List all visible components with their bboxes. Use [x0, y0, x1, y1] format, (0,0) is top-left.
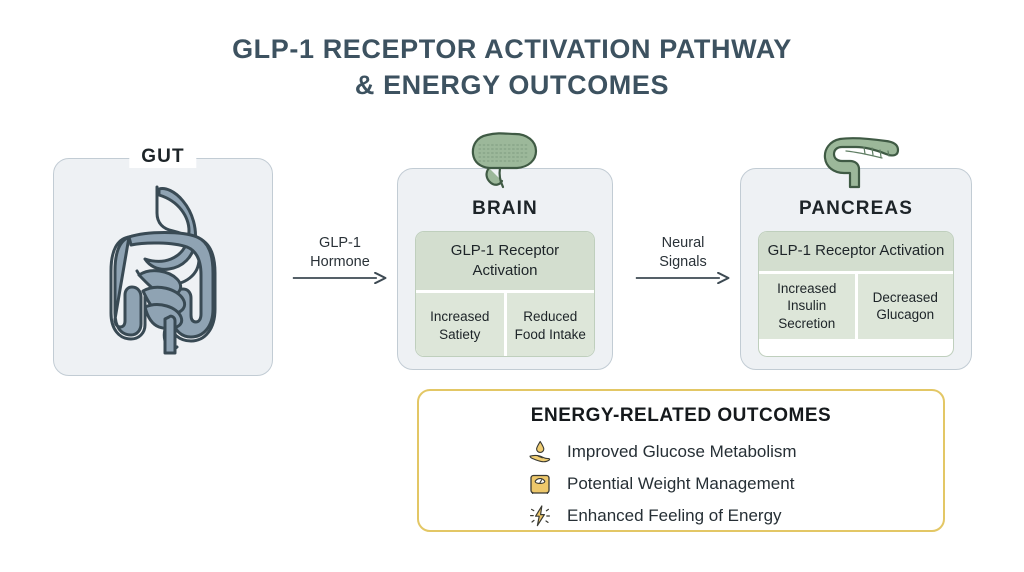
- pancreas-card-cells: Increased Insulin Secretion Decreased Gl…: [759, 270, 953, 339]
- pancreas-card-cell: Decreased Glucagon: [857, 273, 953, 339]
- arrow-gut-to-brain-label: GLP-1 Hormone: [310, 234, 370, 272]
- brain-icon: [471, 132, 538, 189]
- arrow-brain-to-pancreas: Neural Signals: [628, 222, 738, 284]
- panel-pancreas: PANCREAS GLP-1 Receptor Activation Incre…: [740, 137, 972, 370]
- panel-pancreas-label: PANCREAS: [798, 198, 913, 219]
- panel-brain: BRAIN GLP-1 Receptor Activation Increase…: [397, 132, 613, 370]
- panel-brain-label: BRAIN: [472, 198, 538, 219]
- digestive-system-icon: [109, 185, 217, 355]
- list-item-label: Enhanced Feeling of Energy: [567, 506, 782, 525]
- pancreas-card: GLP-1 Receptor Activation Increased Insu…: [758, 231, 954, 357]
- list-item: Potential Weight Management: [419, 468, 943, 500]
- arrow-brain-to-pancreas-line-2: Signals: [659, 254, 707, 271]
- arrow-gut-to-brain-line-2: Hormone: [310, 254, 370, 271]
- list-item: Enhanced Feeling of Energy: [419, 500, 943, 532]
- energy-outcomes-box: ENERGY-RELATED OUTCOMES Improved Glucose…: [417, 389, 945, 532]
- pancreas-card-heading: GLP-1 Receptor Activation: [759, 232, 953, 271]
- title-line-2: & ENERGY OUTCOMES: [354, 69, 670, 100]
- brain-card-cell: Increased Satiety: [416, 293, 504, 356]
- weight-scale-icon: [527, 471, 553, 497]
- hand-droplet-icon: [527, 439, 553, 465]
- arrow-gut-to-brain-line-1: GLP-1: [319, 235, 361, 252]
- page-title: GLP-1 RECEPTOR ACTIVATION PATHWAY & ENER…: [0, 32, 1024, 104]
- arrow-brain-to-pancreas-label: Neural Signals: [659, 234, 707, 272]
- brain-card-cells: Increased Satiety Reduced Food Intake: [416, 290, 594, 356]
- list-item: Improved Glucose Metabolism: [419, 436, 943, 468]
- brain-card-heading: GLP-1 Receptor Activation: [416, 232, 594, 290]
- arrow-gut-to-brain-shaft-icon: [292, 272, 387, 284]
- list-item-label: Improved Glucose Metabolism: [567, 442, 797, 461]
- title-line-1: GLP-1 RECEPTOR ACTIVATION PATHWAY: [232, 34, 792, 64]
- list-item-label: Potential Weight Management: [567, 474, 795, 493]
- pancreas-icon: [823, 137, 900, 189]
- panel-gut-label: GUT: [129, 146, 197, 168]
- arrow-brain-to-pancreas-shaft-icon: [635, 272, 730, 284]
- arrow-brain-to-pancreas-line-1: Neural: [661, 235, 705, 252]
- energy-outcomes-list: Improved Glucose Metabolism Potential We…: [419, 436, 943, 532]
- brain-card-cell: Reduced Food Intake: [506, 293, 594, 356]
- lightning-bolt-icon: [527, 503, 553, 529]
- pancreas-card-cell: Increased Insulin Secretion: [759, 273, 855, 339]
- panel-gut: GUT: [53, 146, 273, 376]
- energy-outcomes-title: ENERGY-RELATED OUTCOMES: [530, 405, 832, 426]
- brain-card: GLP-1 Receptor Activation Increased Sati…: [415, 231, 595, 357]
- arrow-gut-to-brain: GLP-1 Hormone: [285, 222, 395, 284]
